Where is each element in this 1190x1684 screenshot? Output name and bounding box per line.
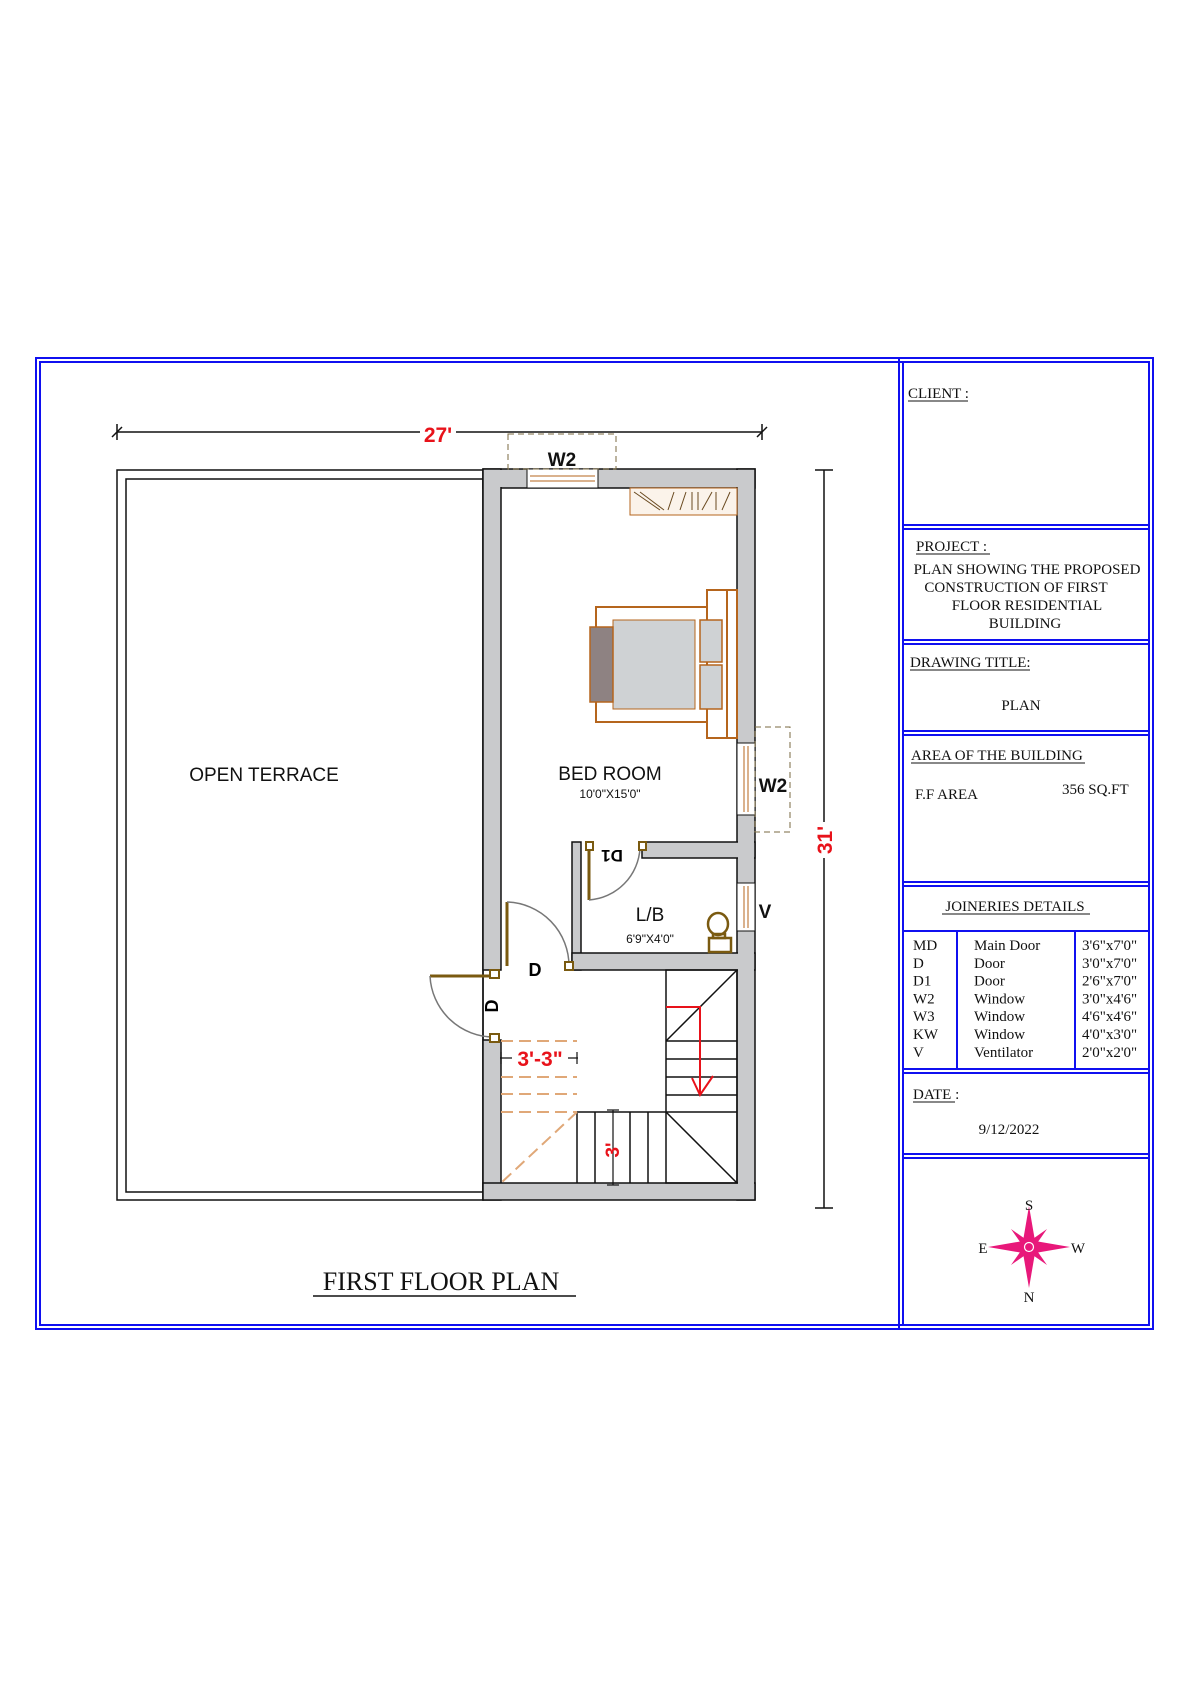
toilet-icon	[706, 911, 733, 954]
lb-label: L/B	[636, 905, 665, 926]
joinery-code: W2	[913, 991, 935, 1007]
joinery-code: KW	[913, 1027, 939, 1043]
project-line: CONSTRUCTION OF FIRST	[924, 580, 1107, 596]
date-value: 9/12/2022	[979, 1122, 1040, 1138]
joinery-size: 3'6"x7'0"	[1082, 938, 1137, 954]
joinery-size: 3'0"x7'0"	[1082, 956, 1137, 972]
area-name: F.F AREA	[915, 787, 978, 803]
area-label: AREA OF THE BUILDING	[911, 748, 1083, 764]
joineries-table: MD Main Door 3'6"x7'0" D Door 3'0"x7'0" D1 Door…	[913, 938, 1137, 1061]
joinery-size: 4'6"x4'6"	[1082, 1009, 1137, 1025]
bedroom-size: 10'0"X15'0"	[579, 787, 640, 801]
door-tag: D	[529, 960, 542, 980]
joinery-size: 4'0"x3'0"	[1082, 1027, 1137, 1043]
title-block-dividers	[903, 524, 1149, 1159]
stair-width-label: 3'-3"	[517, 1048, 562, 1071]
project-line: FLOOR RESIDENTIAL	[952, 598, 1102, 614]
stair-dashed-lines	[500, 1040, 578, 1184]
stair-tread-dimension	[607, 1109, 619, 1186]
joinery-code: V	[913, 1045, 924, 1061]
project-line: PLAN SHOWING THE PROPOSED	[914, 562, 1141, 578]
bedroom-label: BED ROOM	[558, 764, 661, 785]
joinery-size: 2'6"x7'0"	[1082, 974, 1137, 990]
drawing-title: PLAN	[1001, 698, 1040, 714]
joineries-label: JOINERIES DETAILS	[945, 899, 1084, 915]
window-w2-right	[736, 726, 791, 833]
drawing-title-label: DRAWING TITLE:	[910, 655, 1031, 671]
stair-tread-label: 3'	[603, 1142, 624, 1157]
window-w2-top	[507, 433, 617, 489]
window-tag: W2	[759, 776, 788, 797]
joinery-code: D	[913, 956, 924, 972]
joinery-code: D1	[913, 974, 931, 990]
compass-rose-icon	[988, 1206, 1070, 1288]
joinery-name: Door	[974, 974, 1005, 990]
wardrobe	[629, 487, 738, 516]
door-tag: D	[482, 1000, 502, 1013]
joinery-name: Window	[974, 1027, 1025, 1043]
sheet-border	[35, 357, 1154, 1330]
compass-south: S	[1025, 1198, 1033, 1214]
joinery-name: Ventilator	[974, 1045, 1033, 1061]
area-value: 356 SQ.FT	[1062, 782, 1129, 798]
joinery-name: Door	[974, 956, 1005, 972]
joinery-size: 2'0"x2'0"	[1082, 1045, 1137, 1061]
door-d-entry	[429, 969, 500, 1043]
door-d-bedroom	[505, 901, 574, 971]
joinery-name: Main Door	[974, 938, 1040, 954]
bed	[589, 589, 738, 739]
joinery-code: W3	[913, 1009, 935, 1025]
project-label: PROJECT :	[916, 539, 987, 555]
lb-size: 6'9"X4'0"	[626, 932, 674, 946]
date-label: DATE :	[913, 1087, 959, 1103]
joinery-code: MD	[913, 938, 937, 954]
ventilator-tag: V	[759, 902, 772, 923]
walls	[482, 468, 756, 1201]
compass-west: W	[1071, 1241, 1086, 1257]
stair-direction-arrow-icon	[666, 1006, 714, 1098]
compass-north: N	[1024, 1290, 1035, 1306]
project-line: BUILDING	[989, 616, 1062, 632]
door-d1	[585, 841, 647, 901]
depth-dimension-label: 31'	[814, 826, 837, 854]
joinery-name: Window	[974, 1009, 1025, 1025]
terrace-label: OPEN TERRACE	[189, 765, 339, 786]
joinery-name: Window	[974, 991, 1025, 1007]
client-label: CLIENT :	[908, 386, 969, 402]
window-tag: W2	[548, 450, 577, 471]
plan-title: FIRST FLOOR PLAN	[323, 1267, 560, 1296]
joinery-size: 3'0"x4'6"	[1082, 991, 1137, 1007]
compass-east: E	[978, 1241, 987, 1257]
open-terrace	[116, 469, 484, 1201]
door-tag: D1	[601, 846, 623, 865]
ventilator	[736, 882, 756, 932]
staircase	[576, 969, 738, 1184]
width-dimension-label: 27'	[424, 424, 452, 447]
